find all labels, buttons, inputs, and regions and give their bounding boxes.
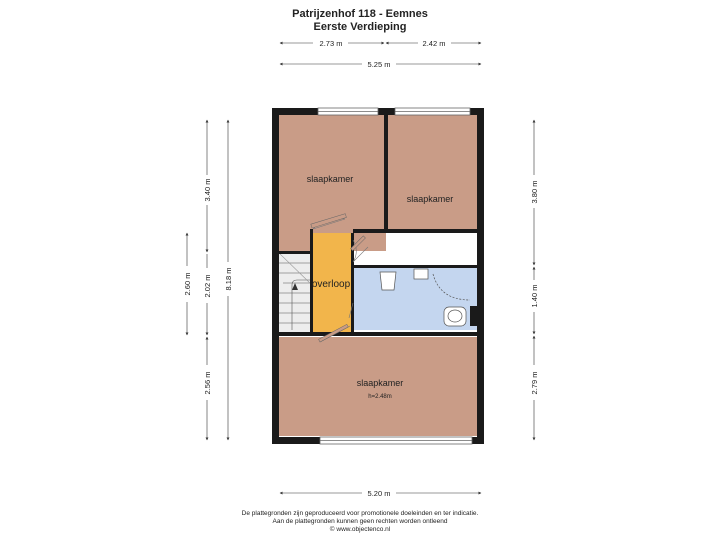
bedroom-top-left-label: slaapkamer [307,174,354,184]
landing-label: overloop [312,279,351,290]
bedroom-top-right-label: slaapkamer [407,194,454,204]
dim-left-total: 8.18 m [224,268,233,291]
staircase [278,252,313,330]
bathroom-fixtures [379,268,471,327]
bedroom-bottom-height: h=2.48m [368,394,392,400]
plan-title: Patrijzenhof 118 - Eemnes [292,8,428,20]
bedroom-top-right-floor [386,115,477,229]
dim-right-top: 3.80 m [530,181,539,204]
dim-left-mid: 2.02 m [203,275,212,298]
dim-top-total-width: 5.25 m [368,60,391,69]
bedroom-top-left-floor [279,115,386,251]
dim-left-stair: 2.60 m [183,273,192,296]
dim-bottom-total-width: 5.20 m [368,489,391,498]
footer-disclaimer-2: Aan de plattegronden kunnen geen rechten… [272,518,448,525]
dimension-lines [185,41,536,495]
footer-credit: © www.objectenco.nl [329,526,391,533]
stair-direction-arrow [292,283,298,290]
dim-top-right-width: 2.42 m [423,39,446,48]
dim-right-mid: 1.40 m [530,285,539,308]
dim-left-bottom: 2.56 m [203,372,212,395]
bedroom-bottom-label: slaapkamer [357,378,404,388]
dim-right-bottom: 2.79 m [530,372,539,395]
dim-top-left-width: 2.73 m [320,39,343,48]
floor-subtitle: Eerste Verdieping [313,21,407,33]
windows [317,107,473,445]
dim-left-top: 3.40 m [203,179,212,202]
bedroom-bottom-floor [279,337,477,436]
landing-floor [312,233,353,333]
footer-disclaimer-1: De plattegronden zijn geproduceerd voor … [241,510,479,517]
door-leaves [310,213,366,343]
